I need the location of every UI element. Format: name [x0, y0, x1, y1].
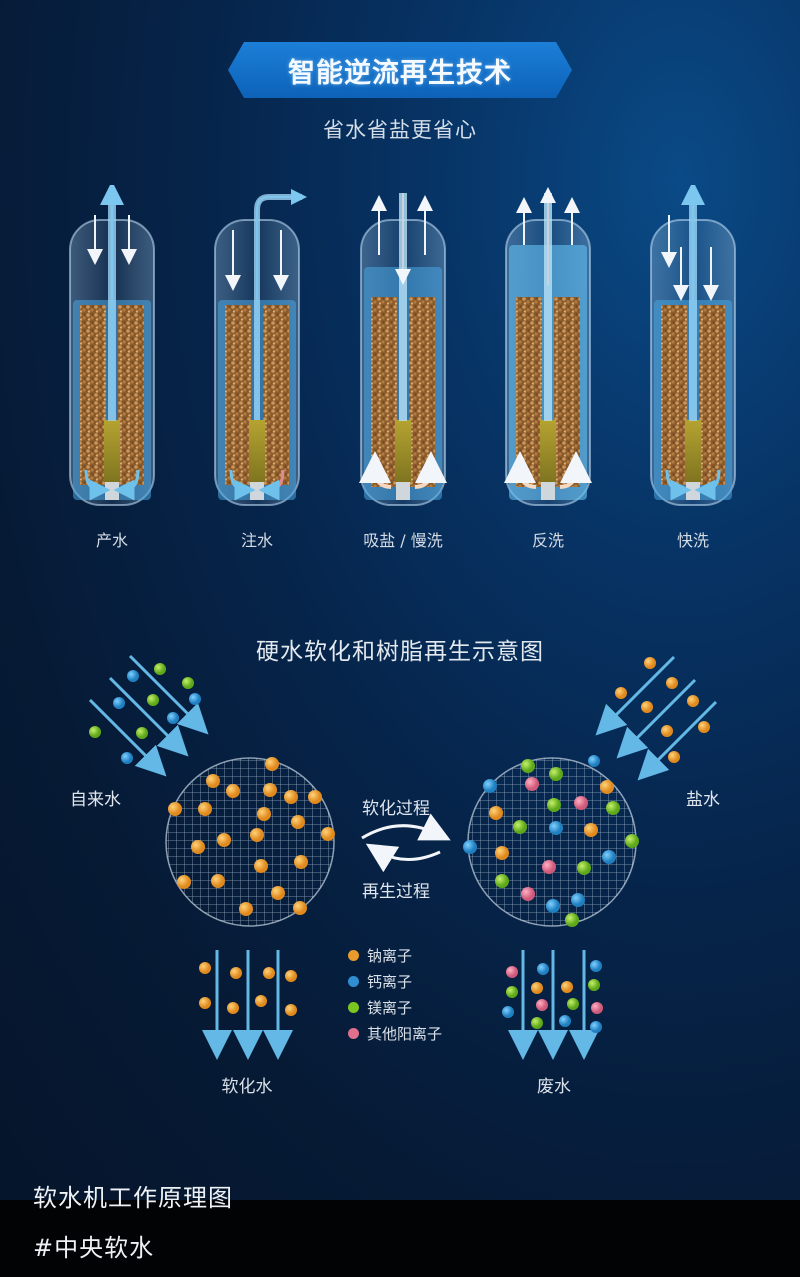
tap-water-label: 自来水 [70, 790, 121, 810]
tank-label-refill: 注水 [240, 531, 273, 550]
brine-label: 盐水 [686, 790, 720, 810]
legend-item-sodium: 钠离子 [348, 944, 442, 966]
legend-item-calcium: 钙离子 [348, 970, 442, 992]
subtitle: 省水省盐更省心 [323, 118, 477, 142]
softening-process-label: 软化过程 [362, 799, 430, 819]
title-banner: 智能逆流再生技术 [228, 42, 572, 98]
softened-water-label: 软化水 [221, 1077, 273, 1097]
magnesium-dot-icon [348, 1001, 359, 1013]
waste-water-label: 废水 [537, 1077, 571, 1097]
caption-bar [0, 1200, 800, 1277]
post-caption-title: 软水机工作原理图 [33, 1184, 233, 1212]
ion-legend: 钠离子 钙离子 镁离子 其他阳离子 [348, 944, 442, 1048]
softening-diagram-title: 硬水软化和树脂再生示意图 [256, 639, 544, 665]
post-caption-hashtag[interactable]: #中央软水 [33, 1234, 155, 1262]
tank-brine-slow-rinse [353, 185, 453, 515]
tank-label-brine-slow-rinse: 吸盐 / 慢洗 [363, 531, 443, 550]
calcium-dot-icon [348, 975, 359, 987]
tank-label-backwash: 反洗 [531, 531, 564, 550]
tank-service [62, 181, 162, 515]
regeneration-process-label: 再生过程 [362, 882, 430, 902]
legend-item-other-cations: 其他阳离子 [348, 1022, 442, 1044]
tank-backwash [498, 185, 598, 515]
tank-label-fast-rinse: 快洗 [676, 531, 709, 550]
tank-label-service: 产水 [95, 531, 128, 550]
tank-fast-rinse [643, 181, 743, 515]
sodium-dot-icon [348, 949, 359, 961]
banner-title: 智能逆流再生技术 [288, 57, 512, 89]
legend-item-magnesium: 镁离子 [348, 996, 442, 1018]
other-cation-dot-icon [348, 1027, 359, 1039]
tank-refill [207, 185, 307, 515]
